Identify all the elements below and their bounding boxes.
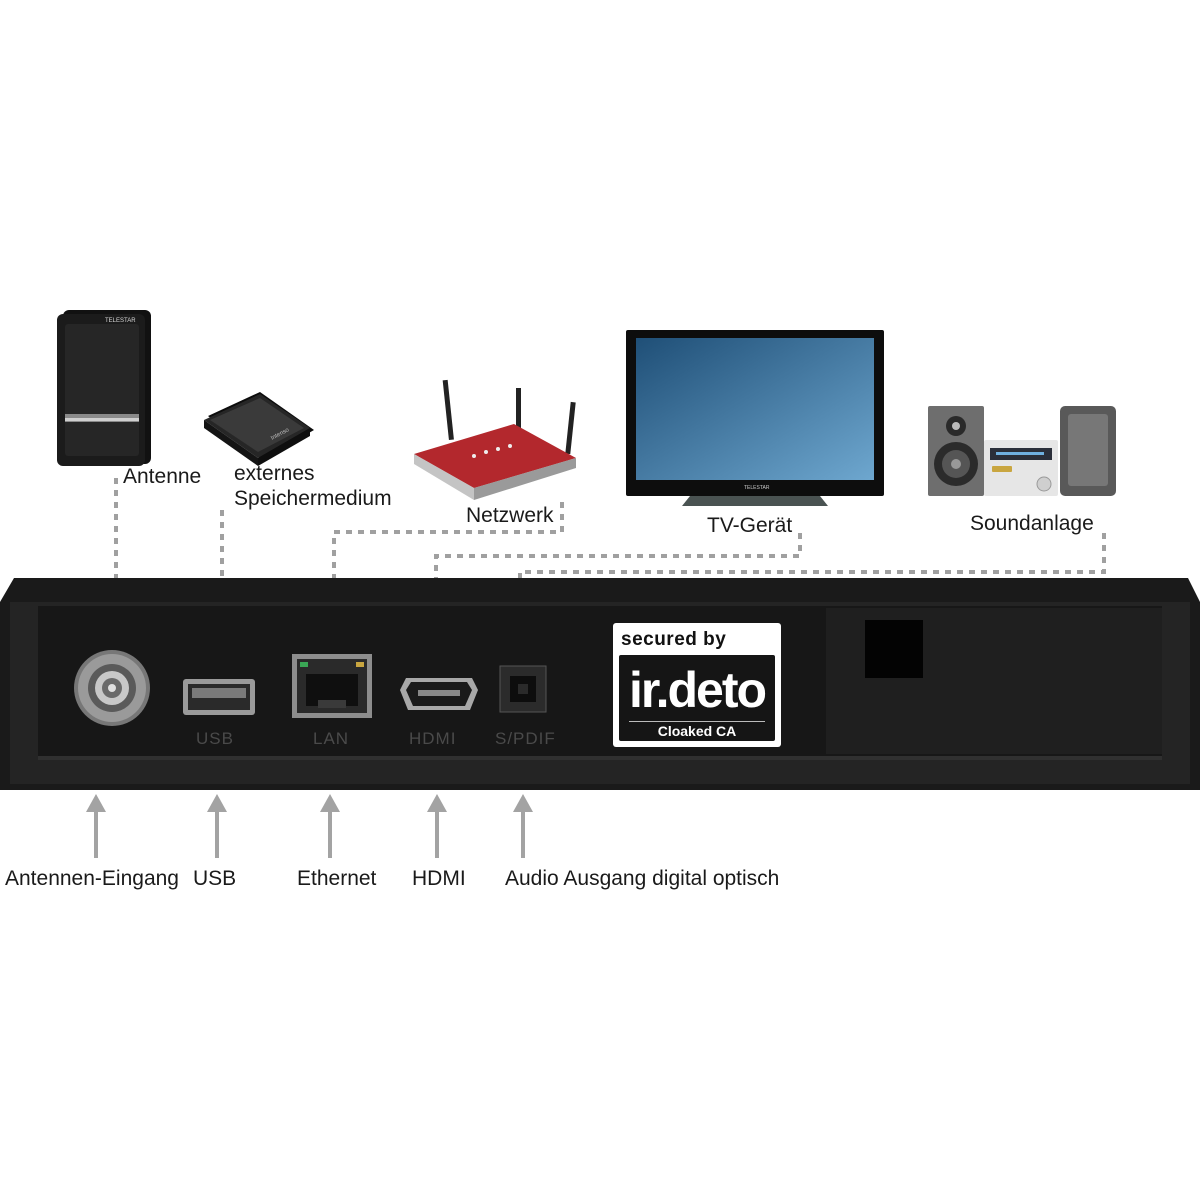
hdmi-port xyxy=(400,678,478,710)
hdmi-wire xyxy=(434,533,802,640)
arrow-audio xyxy=(513,794,533,858)
label-ethernet: Ethernet xyxy=(297,867,377,890)
label-tv: TV-Gerät xyxy=(707,514,793,537)
arrow-hdmi xyxy=(427,794,447,858)
antenna-device: TELESTAR xyxy=(57,310,151,466)
spdif-port-label: S/PDIF xyxy=(495,729,556,748)
label-speicher-line1: externes xyxy=(234,462,315,485)
label-netzwerk: Netzwerk xyxy=(466,504,554,527)
lan-port-label: LAN xyxy=(313,729,350,748)
antenna-port xyxy=(74,650,150,726)
spdif-port xyxy=(499,665,547,713)
tv-brand: TELESTAR xyxy=(744,485,770,491)
external-hdd-device: Intenso xyxy=(204,392,314,466)
arrow-usb xyxy=(207,794,227,858)
tv-device: TELESTAR xyxy=(626,330,884,506)
hdmi-port-label: HDMI xyxy=(409,729,457,748)
label-sound: Soundanlage xyxy=(970,512,1094,535)
label-hdmi: HDMI xyxy=(412,867,466,890)
irdeto-badge: secured by ir.deto Cloaked CA xyxy=(613,623,781,747)
port-arrows xyxy=(86,794,533,858)
router-device xyxy=(414,379,576,500)
label-antenne: Antenne xyxy=(123,465,202,488)
secured-by-text: secured by xyxy=(621,629,727,650)
antenna-brand: TELESTAR xyxy=(105,318,136,324)
cloaked-ca-text: Cloaked CA xyxy=(657,723,737,739)
usb-port-label: USB xyxy=(196,729,234,748)
irdeto-divider xyxy=(629,721,765,722)
sound-system-device xyxy=(928,406,1116,496)
irdeto-logo: ir.deto xyxy=(628,662,767,718)
label-audio-ausgang: Audio Ausgang digital optisch xyxy=(505,867,780,890)
lan-port xyxy=(292,654,372,718)
irdeto-logo-box: ir.deto Cloaked CA xyxy=(619,655,775,741)
usb-port xyxy=(183,679,255,715)
receiver-rear-panel xyxy=(0,578,1200,790)
arrow-antenna xyxy=(86,794,106,858)
arrow-ethernet xyxy=(320,794,340,858)
label-antennen-eingang: Antennen-Eingang xyxy=(5,867,179,890)
label-usb: USB xyxy=(193,867,237,890)
label-speicher-line2: Speichermedium xyxy=(234,487,392,510)
